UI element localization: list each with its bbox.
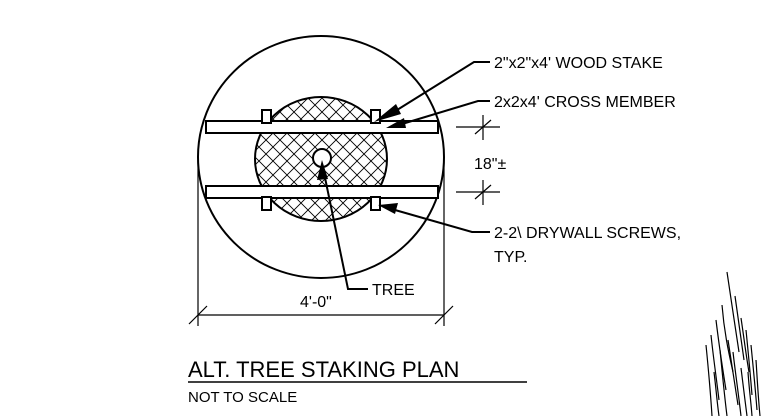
label-wood-stake: 2"x2"x4' WOOD STAKE (494, 55, 663, 72)
leader-wood-stake (374, 61, 490, 122)
label-screws-line1: 2-2\ DRYWALL SCREWS, (494, 225, 681, 242)
label-tree: TREE (372, 282, 415, 299)
label-screws-line2: TYP. (494, 249, 528, 266)
planting-pit-outline (197, 35, 445, 279)
drawing-subtitle: NOT TO SCALE (188, 389, 297, 406)
stake-bottom-left (261, 196, 272, 211)
dimension-width (188, 160, 454, 326)
label-spacing: 18"± (474, 156, 506, 173)
drawing-title: ALT. TREE STAKING PLAN (188, 357, 459, 382)
stake-bottom-right (370, 196, 381, 211)
cross-member-bottom (205, 185, 439, 199)
stake-top-right (370, 109, 381, 124)
stake-top-left (261, 109, 272, 124)
root-ball (254, 96, 388, 222)
leader-cross-member (386, 100, 490, 128)
dimension-spacing (456, 115, 500, 205)
leader-tree (317, 160, 368, 290)
label-cross-member: 2x2x4' CROSS MEMBER (494, 94, 676, 111)
label-width: 4'-0" (300, 294, 332, 311)
grass-symbol (705, 271, 761, 416)
leader-screws (378, 203, 490, 233)
